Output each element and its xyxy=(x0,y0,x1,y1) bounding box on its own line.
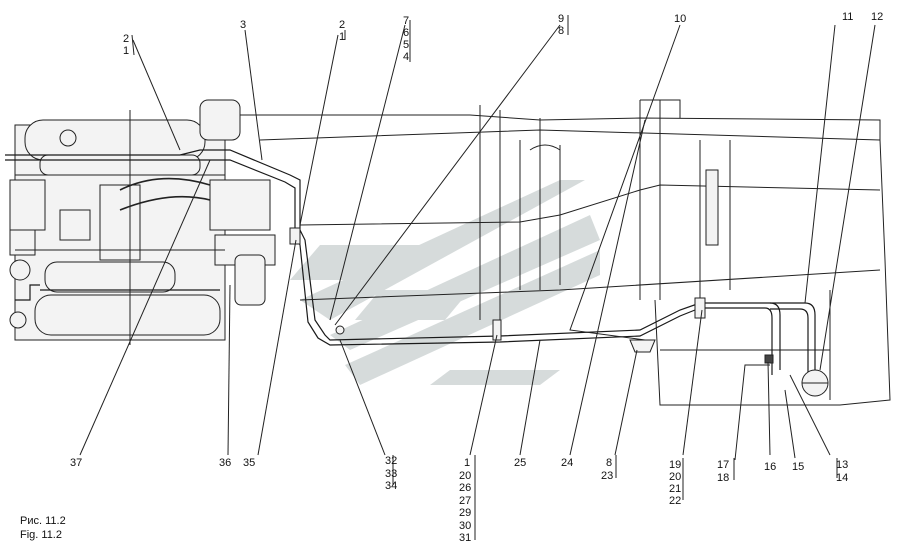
label-23: 23 xyxy=(601,470,613,482)
label-1: 1 xyxy=(339,31,345,43)
label-5: 5 xyxy=(403,39,409,51)
top-labels: 2 1 3 2 1 7 6 5 4 9 8 10 11 12 xyxy=(123,11,883,63)
label-21: 21 xyxy=(669,483,681,495)
label-17: 17 xyxy=(717,459,729,471)
label-32: 32 xyxy=(385,455,397,467)
label-26: 26 xyxy=(459,482,471,494)
label-35: 35 xyxy=(243,457,255,469)
label-20: 20 xyxy=(669,471,681,483)
fuel-pipes xyxy=(5,149,829,397)
label-9: 9 xyxy=(558,13,564,25)
label-24: 24 xyxy=(561,457,573,469)
watermark-logo xyxy=(290,180,600,385)
label-25: 25 xyxy=(514,457,526,469)
label-3: 3 xyxy=(240,19,246,31)
label-29: 29 xyxy=(459,507,471,519)
label-16: 16 xyxy=(764,461,776,473)
label-7: 7 xyxy=(403,15,409,27)
label-6: 6 xyxy=(403,27,409,39)
label-11: 11 xyxy=(842,11,853,23)
chassis-frame xyxy=(240,99,891,406)
label-14: 14 xyxy=(836,472,848,484)
label-8: 8 xyxy=(558,25,564,37)
label-22: 22 xyxy=(669,495,681,507)
label-brackets xyxy=(131,15,838,540)
label-12: 12 xyxy=(871,11,883,23)
label-8: 8 xyxy=(606,457,612,469)
label-31: 31 xyxy=(459,532,471,544)
label-2: 2 xyxy=(339,19,345,31)
label-33: 33 xyxy=(385,468,397,480)
label-1: 1 xyxy=(123,45,129,57)
label-18: 18 xyxy=(717,472,729,484)
label-20: 20 xyxy=(459,470,471,482)
caption-russian: Рис. 11.2 xyxy=(20,515,66,527)
label-34: 34 xyxy=(385,480,397,492)
label-37: 37 xyxy=(70,457,82,469)
label-2: 2 xyxy=(123,33,129,45)
label-1: 1 xyxy=(464,457,470,469)
label-4: 4 xyxy=(403,51,409,63)
label-19: 19 xyxy=(669,459,681,471)
label-36: 36 xyxy=(219,457,231,469)
label-27: 27 xyxy=(459,495,471,507)
label-10: 10 xyxy=(674,13,686,25)
figure-caption: Рис. 11.2 Fig. 11.2 xyxy=(20,515,66,541)
caption-english: Fig. 11.2 xyxy=(20,529,62,541)
engine-assembly xyxy=(9,99,276,345)
leader-lines xyxy=(79,24,876,461)
label-15: 15 xyxy=(792,461,804,473)
label-30: 30 xyxy=(459,520,471,532)
label-13: 13 xyxy=(836,459,848,471)
bottom-labels: 37 36 35 32 33 34 1 20 26 27 29 30 31 25… xyxy=(70,455,848,544)
